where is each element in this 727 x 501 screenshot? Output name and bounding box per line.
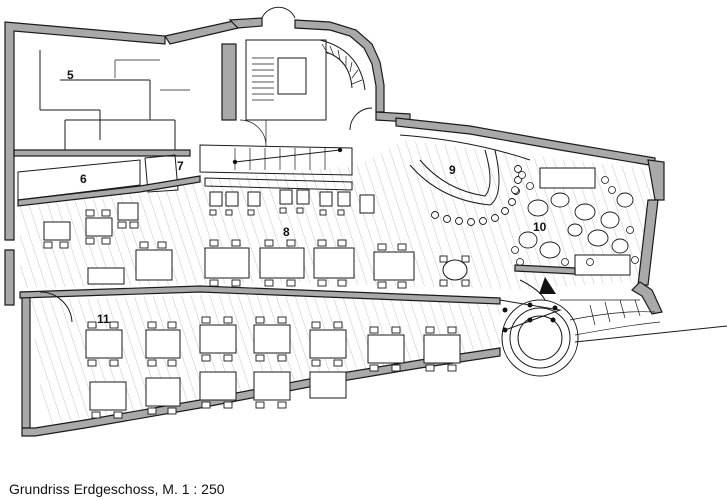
room-label-11: 11 xyxy=(97,312,110,326)
room-label-8: 8 xyxy=(283,225,290,239)
room-label-6: 6 xyxy=(80,172,87,186)
stair-core xyxy=(221,6,373,147)
room-5-area xyxy=(13,50,191,157)
bar-room-9 xyxy=(359,134,531,226)
plan-caption: Grundriss Erdgeschoss, M. 1 : 250 xyxy=(9,481,225,497)
tables-room-7 xyxy=(209,189,351,216)
room-label-5: 5 xyxy=(67,68,74,82)
room-label-10: 10 xyxy=(533,220,547,234)
tables-room-6 xyxy=(43,202,139,249)
lounge-room-10 xyxy=(511,167,639,276)
room-label-7: 7 xyxy=(177,159,184,173)
room-label-9: 9 xyxy=(449,163,456,177)
tables-room-11 xyxy=(85,316,461,419)
room-labels: 5 6 7 8 9 10 11 xyxy=(67,68,547,326)
entrance-stairs xyxy=(499,277,727,377)
bar-counter xyxy=(17,144,353,207)
tables-room-8 xyxy=(19,239,546,323)
